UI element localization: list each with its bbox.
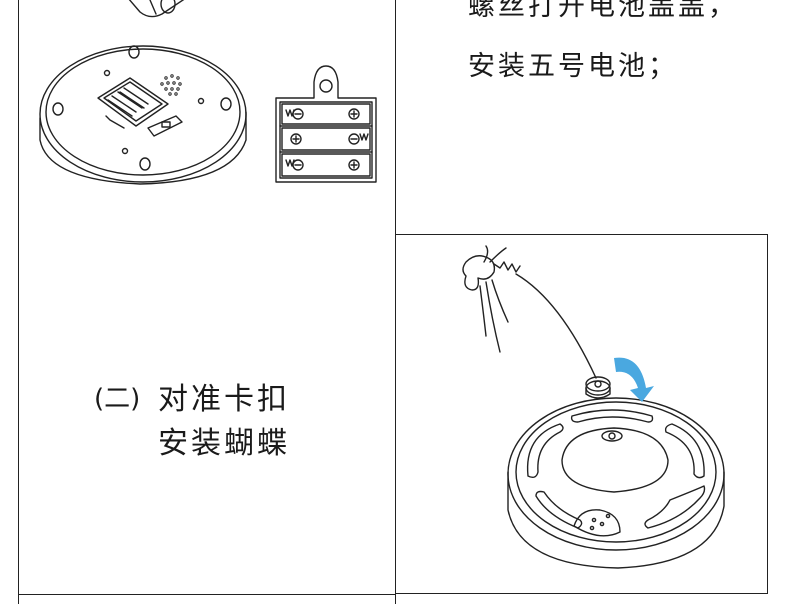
step-title-line1: 对准卡扣 [158, 382, 290, 417]
toy-base-bottom-icon [39, 45, 247, 185]
toy-base-top-icon [507, 397, 725, 569]
panel-battery-illustration [18, 0, 396, 232]
battery-icon [128, 0, 185, 18]
panel-battery-instructions [395, 0, 777, 234]
instruction-install-battery: 安装五号电池； [468, 51, 678, 82]
step-number: (二) [94, 384, 141, 414]
panel-step2-text [18, 231, 396, 601]
rotate-arrow-icon [614, 357, 654, 402]
butterfly-wand-icon [462, 245, 611, 399]
battery-cover-icon [275, 65, 377, 183]
instruction-open-cover: 螺丝打开电池盖盖， [468, 0, 738, 22]
step-title-line2: 安装蝴蝶 [158, 426, 290, 461]
